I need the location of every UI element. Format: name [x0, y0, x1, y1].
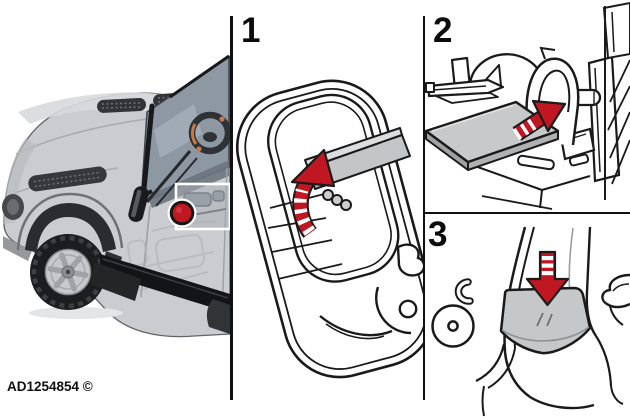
step-1-illustration — [235, 79, 423, 379]
door-frame-outline — [235, 79, 423, 379]
side-sill — [90, 251, 230, 334]
step-1-number: 1 — [241, 11, 260, 50]
panel-divider-vertical-1 — [230, 16, 233, 400]
step-3-illustration — [431, 226, 630, 417]
release-lever — [425, 53, 544, 104]
curved-lift-arrow-icon — [290, 148, 336, 238]
washer-fastener — [431, 304, 475, 348]
panel-card-component — [424, 100, 560, 171]
insert-right-arrow-icon — [512, 99, 567, 141]
step-3-number: 3 — [428, 215, 447, 254]
housing-lines — [457, 154, 591, 210]
press-down-arrow-icon — [525, 250, 570, 307]
a-pillar-and-wipers — [140, 54, 230, 207]
step-2-illustration — [424, 1, 630, 210]
door-hardware — [319, 243, 423, 340]
red-location-dot-icon — [167, 198, 197, 228]
tray-component — [499, 286, 592, 355]
side-mirror — [128, 186, 153, 222]
retaining-clip-right — [601, 273, 630, 326]
c-clip — [454, 278, 474, 305]
panel-divider-horizontal — [423, 211, 630, 214]
vehicle-overview-illustration — [2, 54, 232, 338]
panel-divider-vertical-2 — [422, 16, 425, 400]
mount-plate — [587, 1, 630, 200]
step-2-number: 2 — [433, 11, 452, 50]
reference-code: AD1254854 © — [7, 379, 93, 394]
door-crease-lines — [267, 192, 343, 280]
steering-wheel — [188, 111, 232, 155]
